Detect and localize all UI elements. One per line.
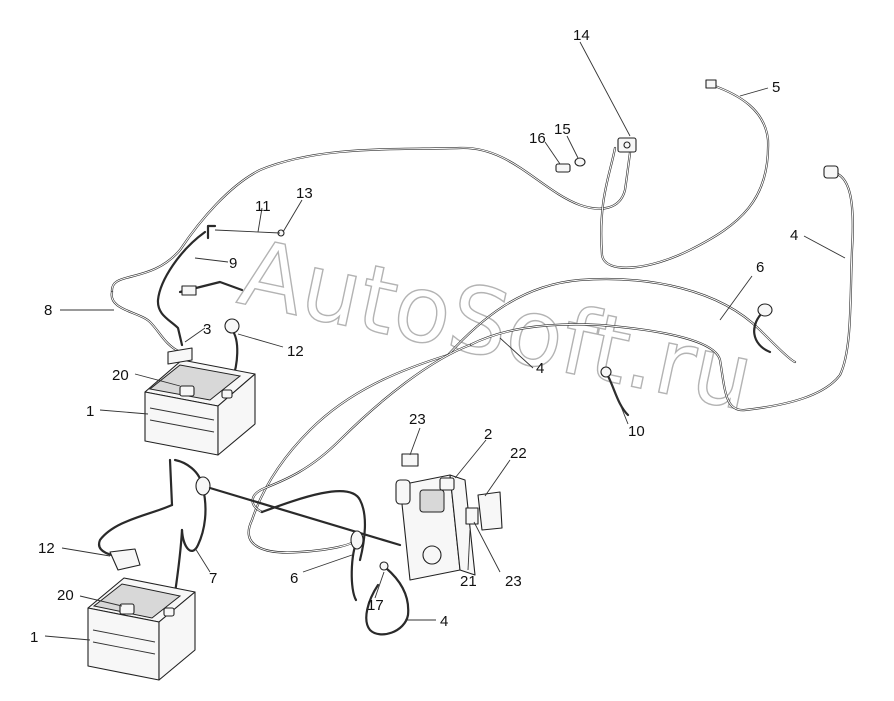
callout-14: 14 [573, 27, 590, 44]
cable-7-terminal [195, 476, 211, 496]
callout-10: 10 [628, 423, 645, 440]
callout-9: 9 [229, 255, 237, 272]
fuse-22 [477, 491, 503, 531]
cable-6-lower-terminal [350, 530, 364, 602]
callout-labels: 8 1 20 1 20 12 12 9 3 11 13 5 14 15 16 4… [30, 27, 798, 646]
callout-12-lower: 12 [38, 540, 55, 557]
callout-11: 11 [255, 198, 271, 215]
callout-17: 17 [367, 597, 384, 614]
cable-9-terminal [181, 285, 197, 296]
callout-4-middle: 4 [536, 360, 544, 377]
callout-7: 7 [209, 570, 217, 587]
callout-20-upper: 20 [112, 367, 129, 384]
callout-2: 2 [484, 426, 492, 443]
callout-20-lower: 20 [57, 587, 74, 604]
control-module-2 [395, 474, 476, 581]
callout-16: 16 [529, 130, 546, 147]
clamp-12-lower [109, 548, 141, 571]
leader-lines [44, 41, 846, 641]
callout-23-upper: 23 [409, 411, 426, 428]
fuse-23-lower [465, 507, 479, 525]
callout-21: 21 [460, 573, 477, 590]
callout-12-upper: 12 [287, 343, 304, 360]
bolt-16 [555, 163, 571, 173]
battery-upper [144, 359, 256, 456]
callout-4-right: 4 [790, 227, 798, 244]
watermark-text: AutoSoft.ru [231, 219, 762, 432]
cable-8 [110, 290, 182, 354]
connector-14 [617, 137, 637, 153]
callout-3: 3 [203, 321, 211, 338]
callout-1-upper: 1 [86, 403, 94, 420]
item-11 [206, 224, 217, 240]
battery-upper-clamp [167, 347, 193, 365]
cable-9 [156, 230, 244, 347]
callout-4-lower: 4 [440, 613, 448, 630]
cable-12-upper-terminal [224, 318, 240, 334]
callout-5: 5 [772, 79, 780, 96]
main-harness-cable [110, 83, 770, 294]
fuse-23-upper [401, 453, 419, 467]
item-17 [379, 561, 389, 571]
callout-23-lower: 23 [505, 573, 522, 590]
cable-5 [705, 79, 717, 89]
cable-5-terminal [705, 79, 717, 89]
cable-6 [247, 277, 797, 554]
callout-6-right: 6 [756, 259, 764, 276]
callout-6-lower: 6 [290, 570, 298, 587]
item-11-13-line [214, 229, 281, 234]
callout-1-lower: 1 [30, 629, 38, 646]
callout-15: 15 [554, 121, 571, 138]
battery-lower [87, 577, 196, 681]
cable-4-terminal [823, 165, 839, 179]
callout-8: 8 [44, 302, 52, 319]
cable-4 [251, 165, 854, 636]
ground-strap [208, 486, 402, 547]
cable-6-eye-terminal [757, 303, 773, 317]
callout-13: 13 [296, 185, 313, 202]
washer-15 [574, 157, 586, 167]
callout-22: 22 [510, 445, 527, 462]
battery-upper-terminal [179, 385, 195, 397]
